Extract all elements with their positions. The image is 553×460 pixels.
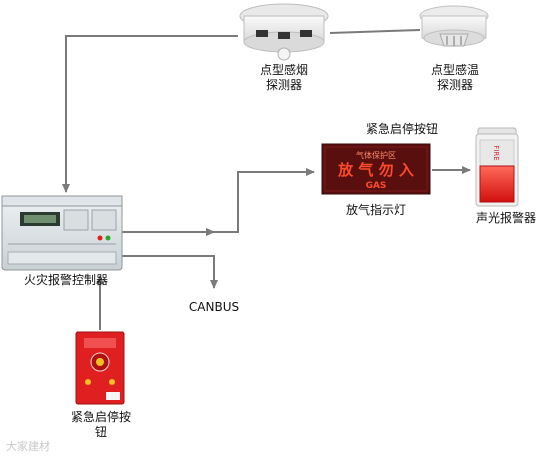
controller-label: 火灾报警控制器 xyxy=(23,273,108,287)
heat-detector-label: 点型感温 探测器 xyxy=(430,63,479,92)
gas-indicator-label: 放气指示灯 xyxy=(345,203,406,217)
indicator-sub-text: GAS xyxy=(366,181,387,191)
heat-detector xyxy=(419,5,489,47)
indicator-main-text: 放 气 勿 入 xyxy=(337,161,414,179)
emergency-button-top-label: 紧急启停按钮 xyxy=(365,122,438,136)
indicator-top-text: 气体保护区 xyxy=(356,150,396,160)
connection-lines xyxy=(62,29,471,330)
smoke-detector xyxy=(239,3,329,61)
smoke-detector-label: 点型感烟 探测器 xyxy=(259,63,308,92)
fire-alarm-controller xyxy=(1,195,123,271)
watermark: 大家建材 xyxy=(6,440,50,453)
emergency-button xyxy=(75,331,125,405)
gas-release-indicator: 气体保护区 放 气 勿 入 GAS xyxy=(321,143,431,195)
line-branch-up xyxy=(214,168,315,233)
sound-light-alarm: FIRE xyxy=(475,127,519,207)
line-detectors-to-controller xyxy=(62,35,238,193)
line-controller-to-canbus xyxy=(122,255,218,289)
line-smoke-to-heat xyxy=(329,29,421,34)
sounder-label: 声光报警器 xyxy=(475,211,536,225)
canbus-label: CANBUS xyxy=(188,300,240,314)
sounder-panel-text: FIRE xyxy=(492,145,500,160)
emergency-button-bottom-label: 紧急启停按 钮 xyxy=(70,410,131,439)
